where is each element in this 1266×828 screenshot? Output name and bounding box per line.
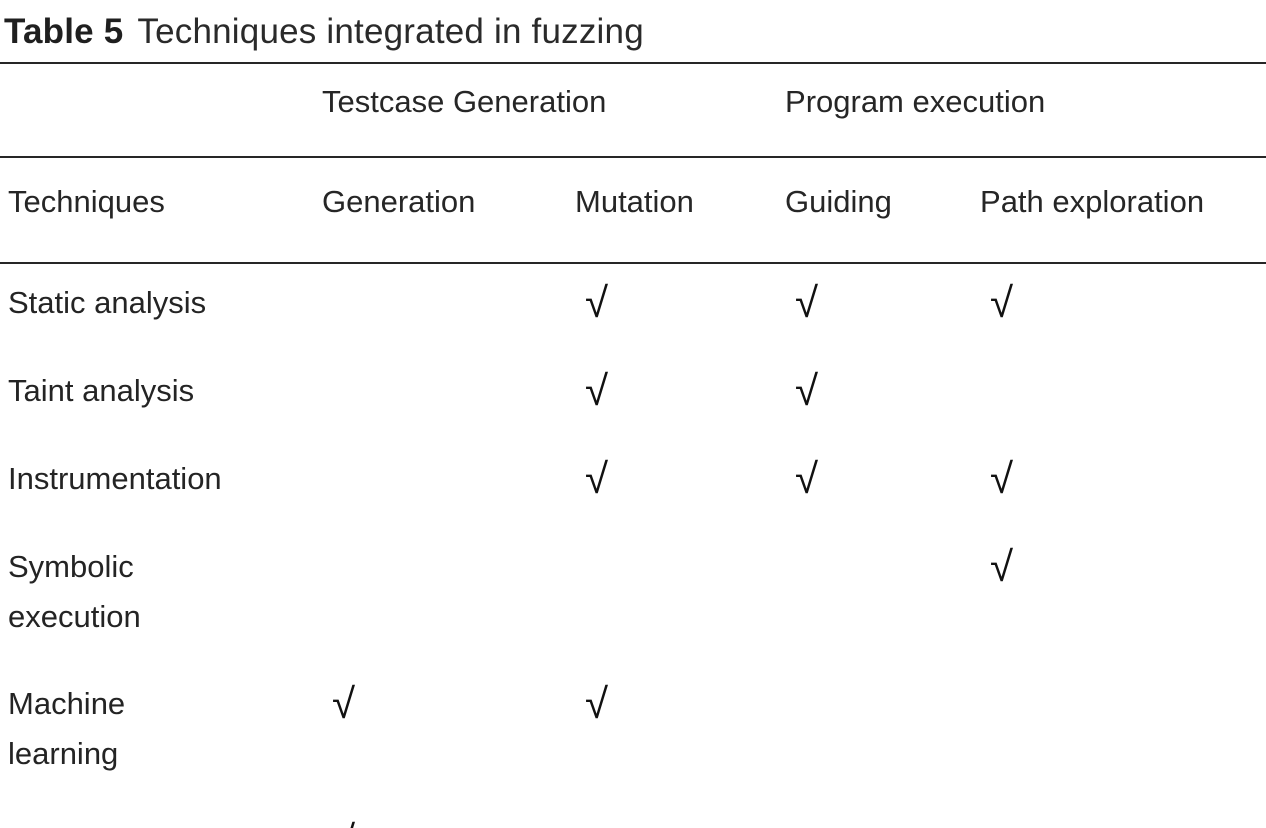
empty-cell (318, 352, 571, 440)
column-header-generation: Generation (318, 157, 571, 264)
table-row: Machine learning √ √ (0, 665, 1266, 802)
empty-cell (976, 352, 1266, 440)
checkmark-icon: √ (332, 680, 356, 727)
column-header-techniques: Techniques (0, 157, 318, 264)
empty-cell (781, 802, 976, 828)
column-header-guiding: Guiding (781, 157, 977, 264)
technique-label: Symbolic execution (8, 549, 141, 634)
empty-cell (571, 528, 781, 665)
table-row: Symbolic execution √ (0, 528, 1266, 665)
technique-label: Machine learning (8, 686, 126, 771)
check-cell: √ (318, 665, 571, 802)
column-group-row: Testcase Generation Program execution (0, 63, 1266, 158)
technique-label: Instrumentation (8, 461, 222, 496)
column-header-mutation: Mutation (571, 157, 782, 264)
check-cell: √ (976, 440, 1266, 528)
empty-cell (318, 528, 571, 665)
techniques-table: Testcase Generation Program execution Te… (0, 62, 1266, 828)
check-cell: √ (318, 802, 571, 828)
check-cell: √ (976, 528, 1266, 665)
check-cell: √ (571, 440, 781, 528)
column-header-row: Techniques Generation Mutation Guiding P… (0, 157, 1266, 264)
checkmark-icon: √ (795, 367, 819, 414)
empty-cell (318, 440, 571, 528)
empty-cell (976, 802, 1266, 828)
checkmark-icon: √ (990, 543, 1014, 590)
column-header-path-exploration: Path exploration (976, 157, 1266, 264)
table-caption: Techniques integrated in fuzzing (137, 12, 644, 51)
check-cell: √ (781, 440, 976, 528)
table-row: Static analysis √ √ √ (0, 263, 1266, 352)
empty-cell (976, 665, 1266, 802)
empty-cell (318, 263, 571, 352)
empty-cell (781, 665, 976, 802)
check-cell: √ (571, 352, 781, 440)
technique-label: Format Method (0, 802, 318, 828)
checkmark-icon: √ (990, 279, 1014, 326)
checkmark-icon: √ (585, 279, 609, 326)
table-row: Instrumentation √ √ √ (0, 440, 1266, 528)
table-row: Taint analysis √ √ (0, 352, 1266, 440)
checkmark-icon: √ (990, 455, 1014, 502)
check-cell: √ (781, 352, 976, 440)
column-group-spacer (0, 63, 318, 158)
table-number: Table 5 (4, 12, 124, 51)
technique-label: Taint analysis (8, 373, 195, 408)
empty-cell (781, 528, 976, 665)
table-title: Table 5 Techniques integrated in fuzzing (4, 6, 1266, 58)
check-cell: √ (976, 263, 1266, 352)
check-cell: √ (781, 263, 976, 352)
technique-label: Static analysis (8, 285, 207, 320)
empty-cell (571, 802, 781, 828)
column-group-program-execution: Program execution (781, 63, 1266, 158)
checkmark-icon: √ (585, 680, 609, 727)
check-cell: √ (571, 263, 781, 352)
checkmark-icon: √ (795, 279, 819, 326)
table-row: Format Method √ (0, 802, 1266, 828)
checkmark-icon: √ (795, 455, 819, 502)
column-group-testcase-generation: Testcase Generation (318, 63, 782, 158)
checkmark-icon: √ (585, 367, 609, 414)
checkmark-icon: √ (332, 817, 355, 828)
checkmark-icon: √ (585, 455, 609, 502)
check-cell: √ (571, 665, 781, 802)
